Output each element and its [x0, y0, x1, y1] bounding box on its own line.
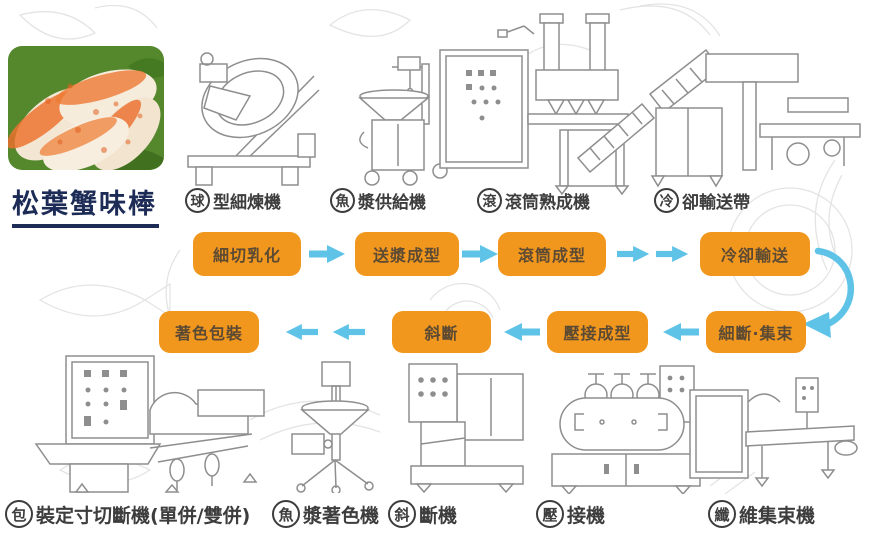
machine-label-text: 斷機 — [419, 504, 458, 527]
page-title: 松葉蟹味棒 — [12, 182, 159, 228]
machine-label-text: 卻輸送帶 — [682, 193, 750, 213]
machine-label-text: 型細煉機 — [213, 193, 281, 213]
arrow-right-icon — [617, 245, 650, 263]
step-diagonal-cut: 斜斷 — [392, 311, 491, 353]
machine-label-drum-maturing: 滾 滾筒熟成機 — [477, 188, 590, 213]
packaging-cutting-machine-illustration — [34, 355, 265, 493]
circled-char-cold: 冷 — [654, 188, 679, 213]
machine-label-packaging-cutter: 包 裝定寸切斷機(單併/雙併) — [5, 500, 250, 528]
arrow-left-icon — [663, 323, 699, 341]
machine-label-press: 壓 接機 — [536, 500, 605, 528]
machine-label-fiber-bundler: 纖 維集束機 — [708, 500, 815, 528]
circled-char-fish: 魚 — [330, 188, 355, 213]
ball-refiner-machine-illustration — [187, 52, 320, 186]
circled-char-fish: 魚 — [272, 500, 300, 528]
step-cooling-transport: 冷卻輸送 — [700, 232, 810, 276]
diagonal-cutter-machine-illustration — [408, 363, 524, 493]
arrow-right-icon — [309, 245, 345, 263]
arrow-left-icon — [285, 323, 318, 341]
circled-char-press: 壓 — [536, 500, 564, 528]
machine-label-text: 裝定寸切斷機(單併/雙併) — [36, 504, 251, 527]
paste-supply-machine-illustration — [358, 56, 448, 186]
circled-char-fiber: 纖 — [708, 500, 736, 528]
machine-label-paste-supply: 魚 漿供給機 — [330, 188, 426, 213]
machine-label-text: 漿著色機 — [303, 504, 380, 527]
machine-label-cooling-belt: 冷 卻輸送帶 — [654, 188, 750, 213]
machine-label-ball-refiner: 球 型細煉機 — [185, 188, 281, 213]
cooling-conveyor-illustration — [648, 48, 861, 188]
machine-label-text: 漿供給機 — [358, 193, 426, 213]
arrow-right-icon — [462, 245, 498, 263]
paste-coloring-machine-illustration — [291, 361, 374, 493]
circled-char-pack: 包 — [5, 500, 33, 528]
product-photo — [8, 46, 164, 170]
machine-label-text: 滾筒熟成機 — [505, 193, 590, 213]
step-fine-cut-emulsify: 細切乳化 — [193, 232, 301, 276]
circled-char-drum: 滾 — [477, 188, 502, 213]
step-press-forming: 壓接成型 — [547, 311, 648, 353]
curved-arrow-down-icon — [803, 247, 854, 338]
drum-maturing-machine-illustration — [439, 13, 656, 196]
fiber-bundling-machine-illustration — [689, 377, 858, 488]
circled-char-diagonal: 斜 — [388, 500, 416, 528]
arrow-left-icon — [332, 323, 365, 341]
arrow-left-icon — [504, 323, 540, 341]
machine-label-text: 接機 — [567, 504, 606, 527]
step-paste-forming: 送漿成型 — [355, 232, 459, 276]
step-drum-forming: 滾筒成型 — [498, 232, 606, 276]
machine-label-diagonal-cutter: 斜 斷機 — [388, 500, 457, 528]
machine-label-text: 維集束機 — [739, 504, 816, 527]
machine-label-paste-coloring: 魚 漿著色機 — [272, 500, 379, 528]
press-machine-illustration — [551, 365, 701, 494]
step-coloring-packaging: 著色包裝 — [159, 311, 259, 353]
step-shred-bundle: 細斷·集束 — [706, 311, 806, 353]
circled-char-ball: 球 — [185, 188, 210, 213]
arrow-right-icon — [656, 245, 689, 263]
